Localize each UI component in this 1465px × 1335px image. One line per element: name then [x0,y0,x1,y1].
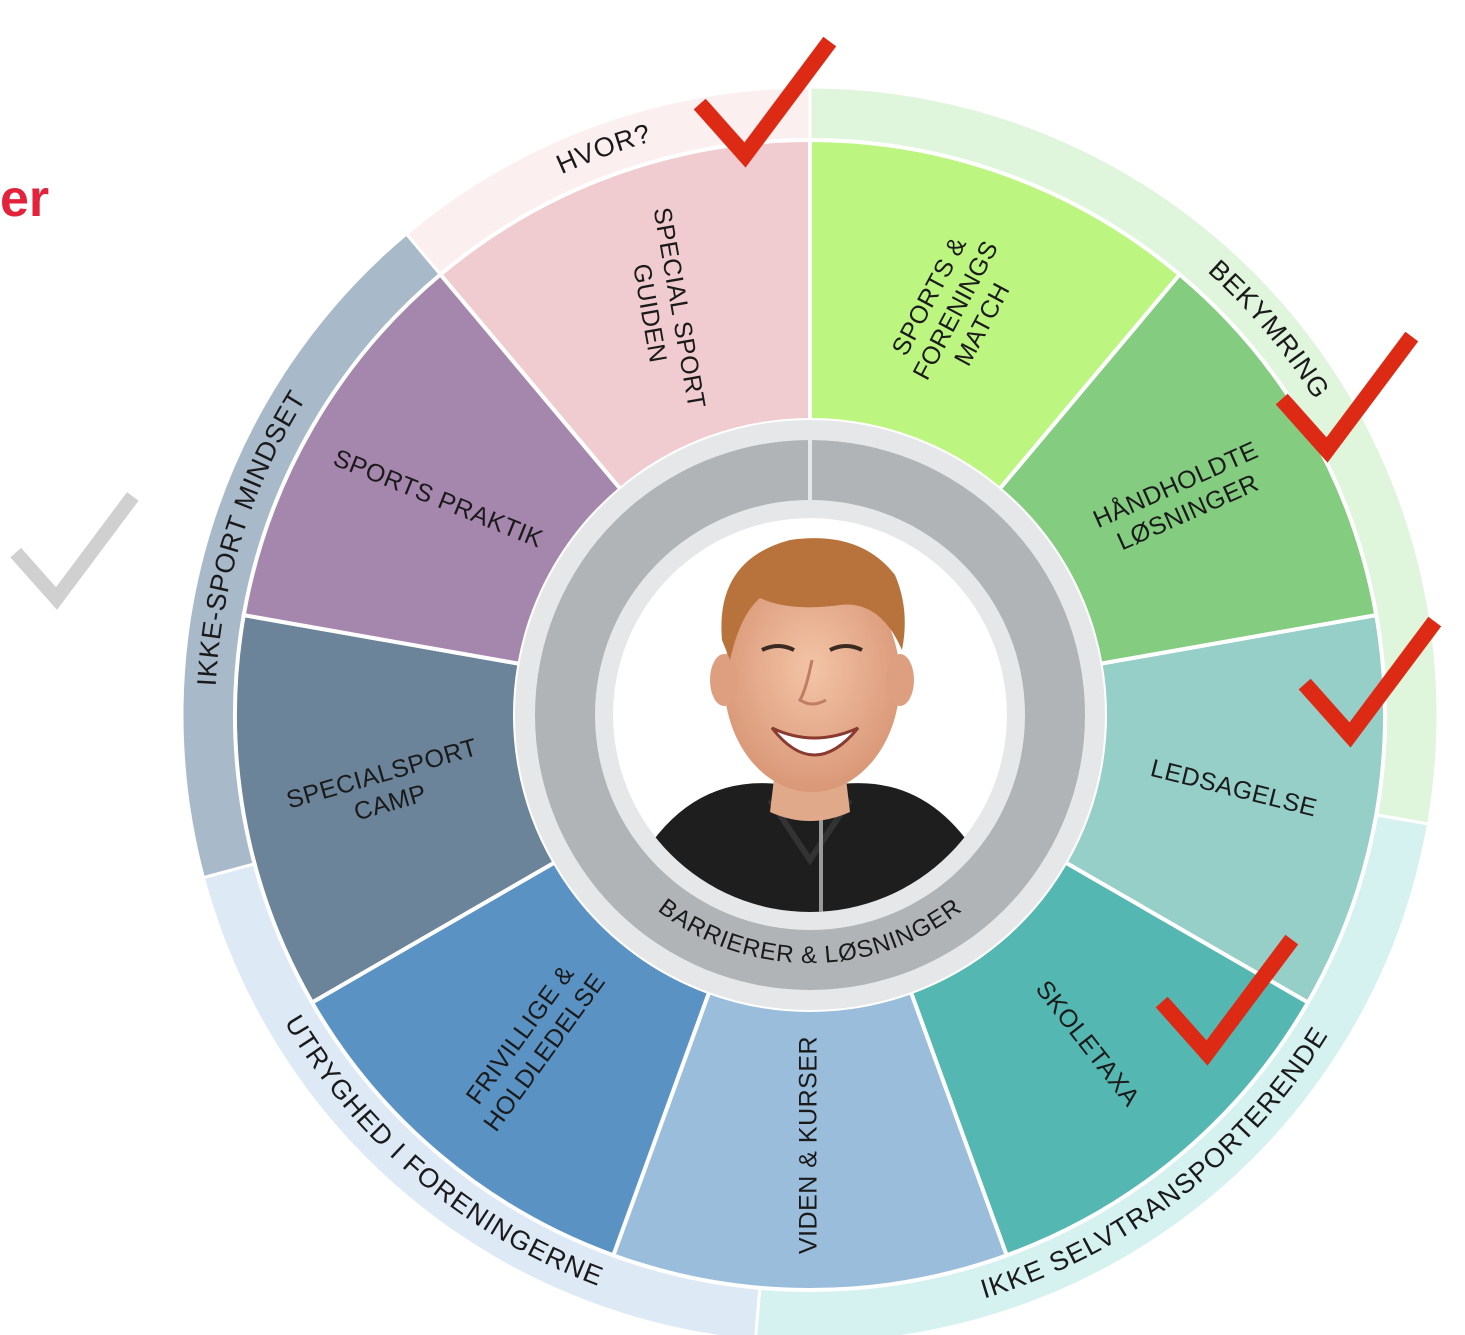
heading-fragment: er [0,170,50,228]
segment-wedge [908,859,1311,1258]
checkmark-icon [1298,616,1442,748]
segment-wedge [1062,612,1387,1006]
checkmark-icon [693,36,837,168]
person-photo [613,518,1007,912]
checkmark-icon [1275,331,1419,463]
segment-label: VIDEN & KURSER [795,1036,823,1254]
segment-label-line: VIDEN & KURSER [795,1036,823,1254]
checkmark-icon [1155,934,1299,1066]
checkmark-icon [10,492,139,610]
segment-wedge [996,271,1379,667]
